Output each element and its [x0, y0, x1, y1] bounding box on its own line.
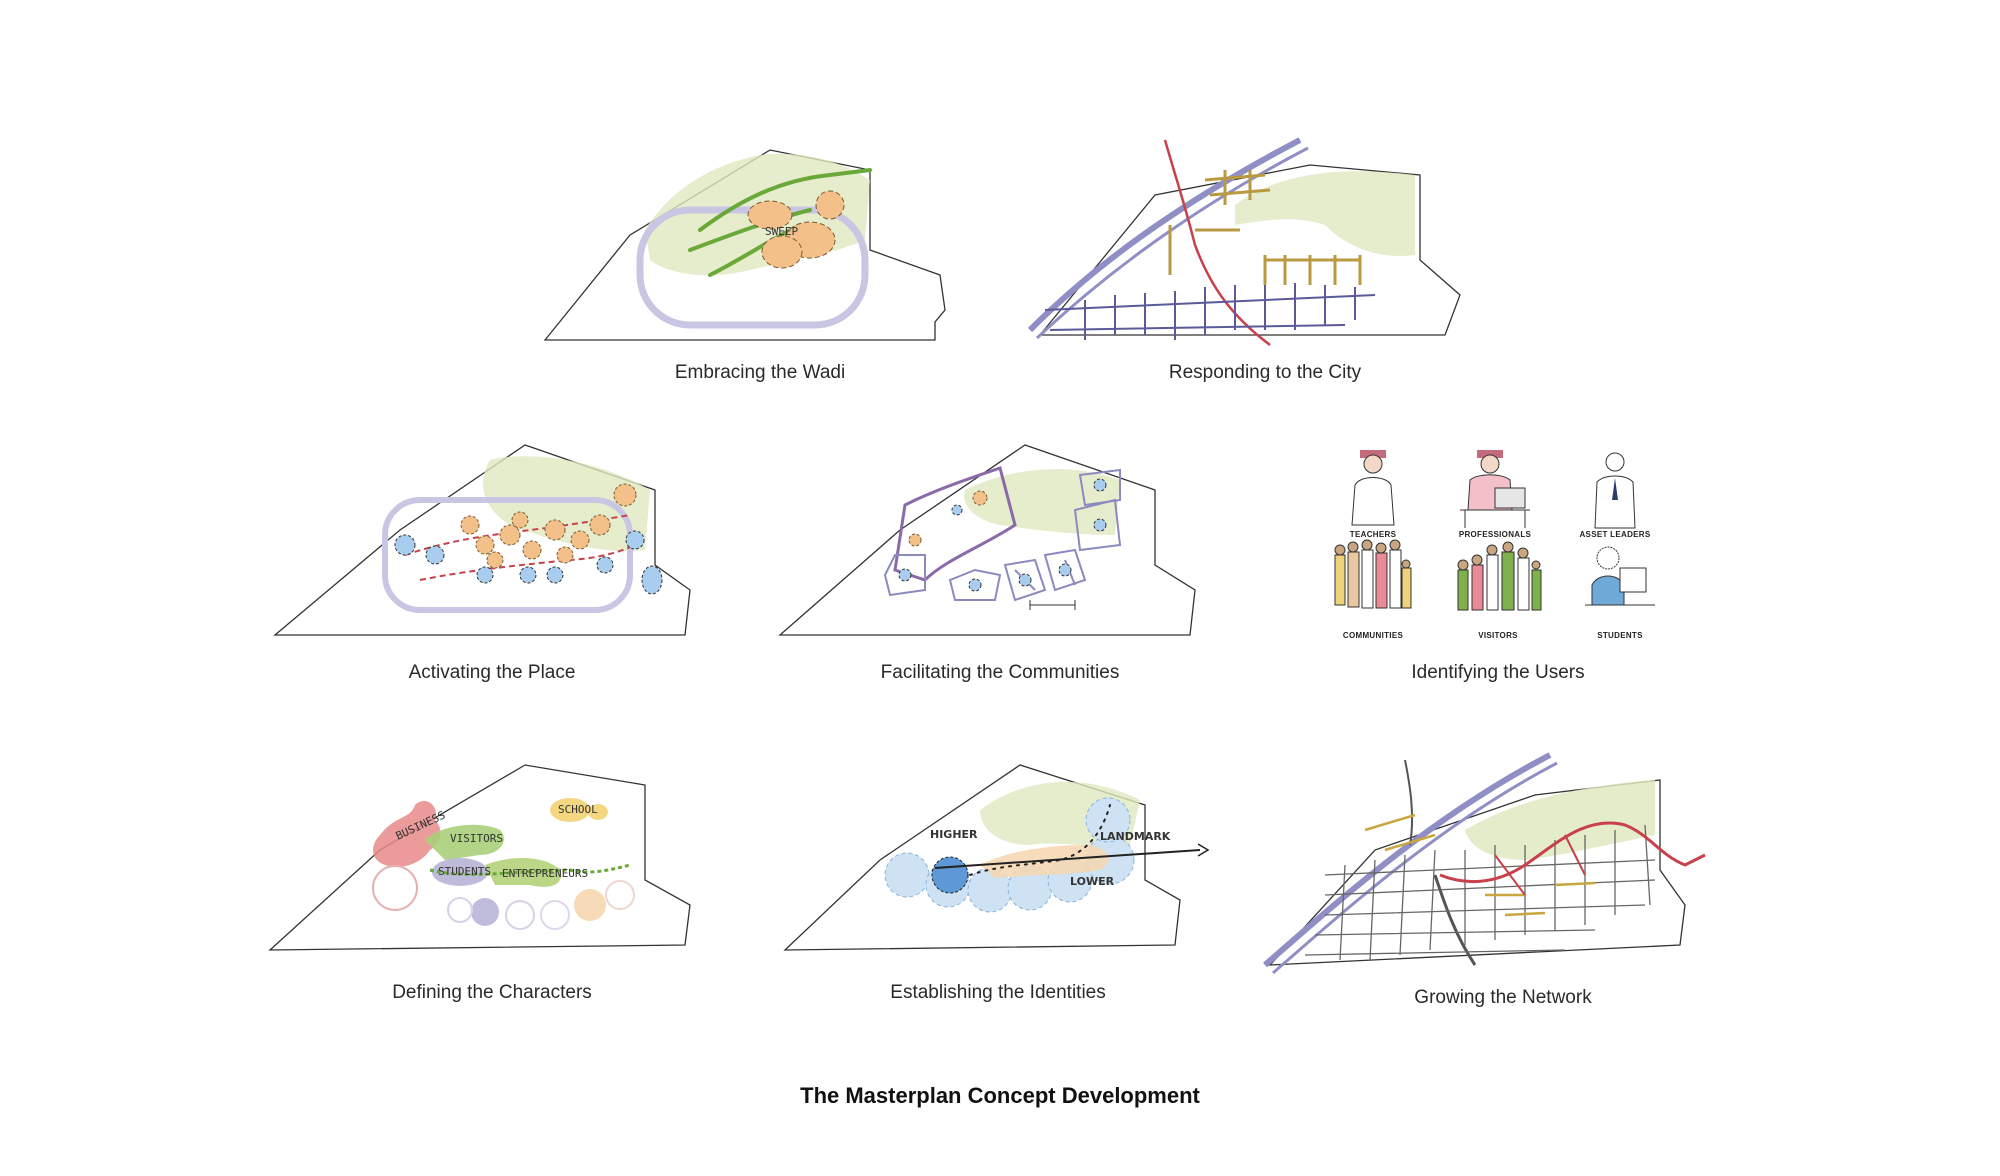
south-road [1433, 874, 1477, 966]
students-figure: STUDENTS [1585, 546, 1655, 640]
svg-text:ASSET LEADERS: ASSET LEADERS [1579, 530, 1650, 539]
panel-caption: Defining the Characters [392, 982, 592, 1003]
panel-establishing-the-identities: HIGHER LANDMARK LOWER Establishing the I… [780, 760, 1220, 1010]
red-network-line [1494, 834, 1586, 896]
landmark-axis [934, 849, 1201, 869]
panel-caption: Responding to the City [1168, 362, 1362, 383]
lobe [372, 865, 418, 911]
sketch-label: SWEEP [765, 225, 798, 238]
highway [1027, 137, 1302, 333]
professionals-figure: PROFESSIONALS [1459, 450, 1532, 539]
sketch-label: SCHOOL [558, 803, 598, 816]
north-road [1404, 759, 1414, 846]
svg-text:VISITORS: VISITORS [1478, 631, 1518, 640]
sketch-responding-to-the-city [1027, 137, 1461, 346]
sketch-facilitating-the-communities [778, 444, 1196, 636]
red-connector [1163, 139, 1271, 346]
site-outline [273, 444, 691, 636]
lobe [540, 900, 570, 930]
sketch-label: VISITORS [450, 832, 503, 845]
lobe [605, 880, 635, 910]
svg-text:STUDENTS: STUDENTS [1597, 631, 1643, 640]
panel-caption: Activating the Place [408, 662, 576, 683]
sketch-label: STUDENTS [438, 865, 491, 878]
blue-nodes [394, 530, 645, 584]
asset-leaders-figure: ASSET LEADERS [1579, 452, 1651, 539]
activity-nodes [460, 483, 637, 569]
sketch-label: LOWER [1070, 875, 1115, 888]
sketch-label: LANDMARK [1100, 830, 1171, 843]
urban-blocks [1168, 170, 1362, 285]
visitors-figure: VISITORS [1457, 541, 1542, 640]
site-outline [783, 764, 1181, 951]
higher-node [931, 856, 969, 894]
site-outline [778, 444, 1196, 636]
node [761, 235, 803, 269]
sketch-establishing-the-identities: HIGHER LANDMARK LOWER [783, 764, 1210, 951]
school-zone [550, 798, 590, 822]
svg-text:COMMUNITIES: COMMUNITIES [1343, 631, 1404, 640]
community-nodes [898, 478, 1107, 592]
sketch-embracing-the-wadi: SWEEP [543, 149, 946, 341]
landmark-arrow [1197, 843, 1210, 857]
school-zone [588, 804, 608, 820]
communities-figure: COMMUNITIES [1334, 539, 1412, 640]
highway [1263, 752, 1552, 968]
business-zone [373, 800, 441, 867]
lobe [471, 898, 499, 926]
panel-activating-the-place: Activating the Place [270, 440, 695, 690]
measure-bracket [1029, 600, 1076, 610]
panel-caption: Establishing the Identities [890, 982, 1106, 1003]
wadi-zone [1235, 171, 1415, 256]
blue-node [641, 565, 663, 595]
lobe [574, 889, 606, 921]
panel-embracing-the-wadi: SWEEP Embracing the Wadi [540, 140, 946, 390]
sketch-growing-the-network [1263, 752, 1706, 975]
panel-caption: Embracing the Wadi [674, 362, 846, 383]
svg-text:TEACHERS: TEACHERS [1350, 530, 1397, 539]
lobe [505, 900, 535, 930]
site-outline [1268, 779, 1686, 966]
ring-road [382, 497, 633, 613]
sketch-activating-the-place [273, 444, 691, 636]
highway [1272, 761, 1558, 975]
panel-defining-the-characters: BUSINESS VISITORS STUDENTS ENTREPRENEURS… [268, 760, 695, 1010]
page-title: The Masterplan Concept Development [800, 1083, 1200, 1108]
svg-text:PROFESSIONALS: PROFESSIONALS [1459, 530, 1532, 539]
community-boundary [893, 466, 1017, 582]
panel-caption: Identifying the Users [1411, 662, 1585, 683]
red-network-line [1439, 821, 1706, 884]
users-illustration: TEACHERS PROFESSIONALS ASSET LEADERS [1334, 450, 1655, 640]
students-zone [432, 858, 488, 886]
wadi-zone [1465, 780, 1655, 860]
lobe [447, 897, 473, 923]
sketch-label: HIGHER [930, 828, 978, 841]
yellow-connectors [1364, 813, 1596, 917]
panel-caption: Facilitating the Communities [880, 662, 1120, 683]
node [815, 190, 845, 220]
orange-nodes [908, 490, 988, 547]
panel-growing-the-network: Growing the Network [1263, 752, 1715, 1010]
panel-facilitating-the-communities: Facilitating the Communities [775, 440, 1200, 690]
node [747, 200, 793, 230]
teachers-figure: TEACHERS [1350, 450, 1397, 539]
panel-identifying-the-users: TEACHERS PROFESSIONALS ASSET LEADERS [1330, 440, 1675, 690]
visitors-zone [425, 824, 504, 860]
panel-responding-to-the-city: Responding to the City [1025, 135, 1475, 390]
sketch-label: ENTREPRENEURS [502, 867, 588, 880]
panel-caption: Growing the Network [1414, 987, 1592, 1008]
city-grid [1044, 283, 1376, 340]
sketch-defining-the-characters: BUSINESS VISITORS STUDENTS ENTREPRENEURS… [268, 764, 691, 951]
green-spine [429, 863, 631, 876]
